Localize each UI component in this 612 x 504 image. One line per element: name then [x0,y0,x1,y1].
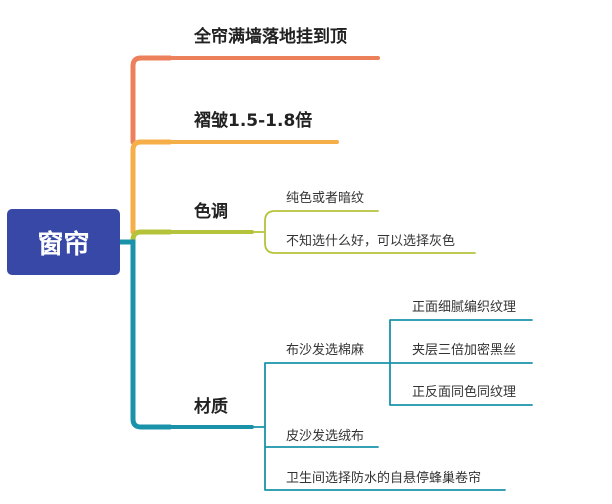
subsub-weave[interactable]: 正面细腻编织纹理 [412,300,517,315]
trunk-green [130,229,173,243]
trunk-teal [117,239,173,430]
subsub-same-texture[interactable]: 正反面同色同纹理 [412,385,517,400]
trunk-orange [130,55,173,145]
branch-material[interactable]: 材质 [194,397,228,417]
root-label: 窗帘 [37,229,90,260]
sub-bathroom-blind[interactable]: 卫生间选择防水的自悬停蜂巢卷帘 [286,471,482,486]
branch-color-tone[interactable]: 色调 [194,202,228,222]
trunk-yellow [130,139,173,235]
subsub-blackout[interactable]: 夹层三倍加密黑丝 [412,343,517,358]
sub-connector-material [251,362,506,491]
sub-connector-fabric [389,319,533,406]
sub-connector-color [251,210,476,254]
branch-pleat[interactable]: 褶皱1.5-1.8倍 [194,111,313,131]
branch-full-curtain[interactable]: 全帘满墙落地挂到顶 [194,27,347,47]
root-node[interactable]: 窗帘 [7,209,120,275]
sub-choose-grey[interactable]: 不知选什么好，可以选择灰色 [286,234,456,249]
sub-fabric-sofa[interactable]: 布沙发选棉麻 [286,343,365,358]
sub-leather-sofa[interactable]: 皮沙发选绒布 [286,429,365,444]
sub-solid-or-dark[interactable]: 纯色或者暗纹 [286,191,365,206]
